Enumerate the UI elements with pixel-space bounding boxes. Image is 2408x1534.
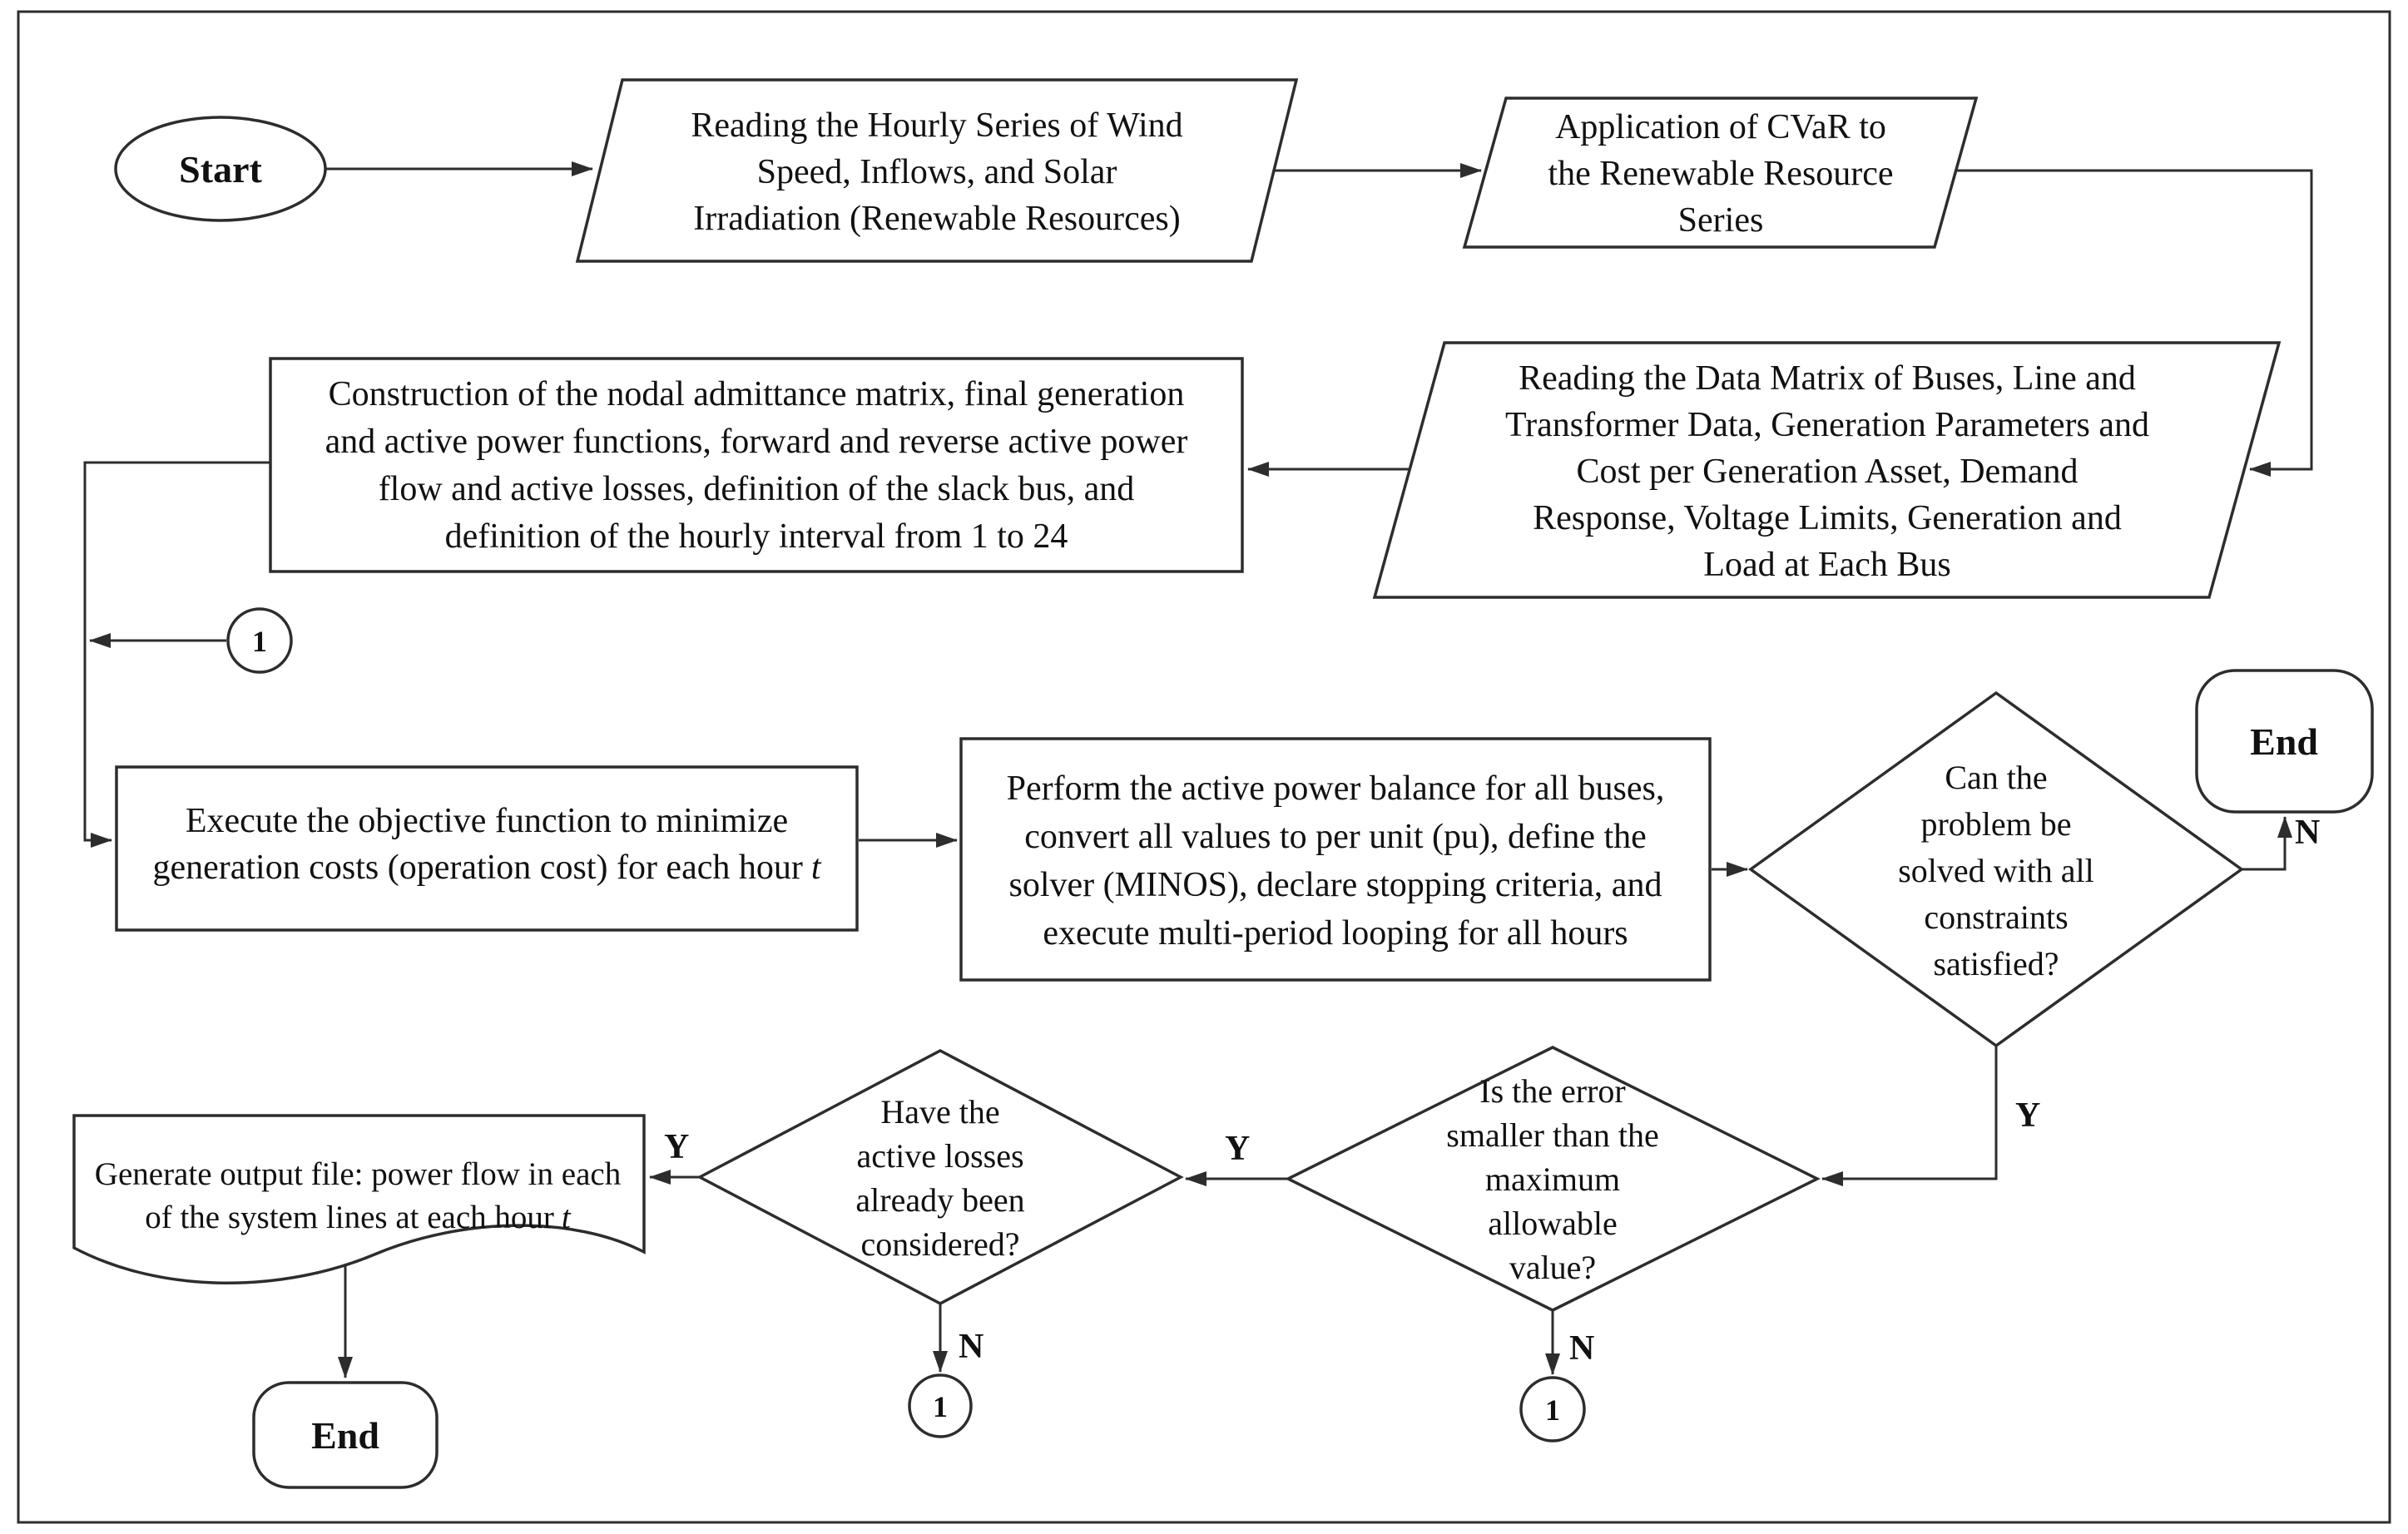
perform-process-shape — [959, 737, 1712, 982]
label-yes-constraints: Y — [2015, 1096, 2040, 1135]
constraints-line5: satisfied? — [1933, 945, 2059, 982]
node-end-top: End — [2195, 669, 2374, 814]
end-bottom-terminal-shape — [252, 1381, 438, 1489]
edge-cvar-to-read-matrix — [1956, 169, 2313, 477]
node-execute: Execute the objective function to minimi… — [115, 765, 859, 932]
end-top-terminal-shape — [2195, 669, 2374, 814]
constraints-line1: Can the — [1945, 759, 2047, 796]
perform-line2: convert all values to per unit (pu), def… — [1024, 818, 1647, 856]
losses-line3: already been — [855, 1181, 1024, 1219]
connector1-error-shape — [1519, 1376, 1586, 1442]
read-matrix-line4: Response, Voltage Limits, Generation and — [1533, 499, 2122, 537]
execute-line2-prefix: generation costs (operation cost) for ea… — [152, 849, 802, 887]
node-read-series: Reading the Hourly Series of Wind Speed,… — [575, 78, 1299, 263]
connector1-losses-label: 1 — [933, 1390, 948, 1423]
output-doc-line1: Generate output file: power flow in each — [95, 1156, 621, 1192]
connector1-error-label: 1 — [1545, 1393, 1560, 1427]
error-line5: value? — [1509, 1249, 1596, 1286]
read-matrix-line3: Cost per Generation Asset, Demand — [1576, 453, 2078, 491]
constraints-line2: problem be — [1920, 805, 2071, 843]
read-series-line3: Irradiation (Renewable Resources) — [693, 200, 1180, 238]
construction-line4: definition of the hourly interval from 1… — [445, 517, 1068, 556]
constraints-line3: solved with all — [1898, 852, 2094, 889]
constraints-line4: constraints — [1924, 898, 2068, 936]
edge-constraints-yes-to-error — [1821, 1046, 1998, 1186]
node-construction: Construction of the nodal admittance mat… — [269, 357, 1244, 573]
node-connector1-left: 1 — [226, 607, 293, 674]
label-no-constraints: N — [2295, 814, 2320, 852]
read-series-io-shape — [575, 78, 1299, 263]
cvar-line2: the Renewable Resource — [1548, 155, 1893, 193]
error-line3: maximum — [1485, 1160, 1620, 1198]
label-yes-losses: Y — [664, 1128, 689, 1166]
cvar-line1: Application of CVaR to — [1555, 108, 1886, 146]
label-yes-error: Y — [1225, 1130, 1250, 1168]
perform-line3: solver (MINOS), declare stopping criteri… — [1009, 866, 1662, 904]
node-cvar: Application of CVaR to the Renewable Res… — [1462, 96, 1979, 249]
node-connector1-error: 1 — [1519, 1376, 1586, 1442]
start-terminal-shape — [114, 116, 327, 222]
construction-process-shape — [269, 357, 1244, 573]
node-decision-losses: Have the active losses already been cons… — [696, 1049, 1184, 1305]
node-perform: Perform the active power balance for all… — [959, 737, 1712, 982]
error-line4: allowable — [1488, 1205, 1618, 1242]
label-no-losses: N — [959, 1328, 984, 1366]
construction-line2: and active power functions, forward and … — [325, 423, 1188, 461]
node-start: Start — [114, 116, 327, 222]
error-line1: Is the error — [1479, 1072, 1625, 1110]
read-matrix-line1: Reading the Data Matrix of Buses, Line a… — [1519, 359, 2136, 398]
node-output-doc: Generate output file: power flow in each… — [72, 1114, 646, 1284]
node-decision-error: Is the error smaller than the maximum al… — [1285, 1046, 1821, 1312]
flow-edges — [83, 161, 2313, 1378]
losses-line1: Have the — [880, 1093, 999, 1131]
read-matrix-line5: Load at Each Bus — [1703, 546, 1950, 584]
connector1-left-shape — [226, 607, 293, 674]
execute-line2: generation costs (operation cost) for ea… — [152, 849, 821, 887]
end-top-label: End — [2250, 720, 2318, 763]
output-doc-shape — [72, 1114, 646, 1284]
start-label: Start — [179, 148, 262, 191]
execute-process-shape — [115, 765, 859, 932]
branch-labels: N Y Y N Y N — [664, 814, 2320, 1368]
edge-construction-to-execute — [83, 461, 270, 848]
connector1-losses-shape — [908, 1373, 973, 1438]
read-matrix-line2: Transformer Data, Generation Parameters … — [1505, 406, 2149, 444]
losses-decision-shape — [696, 1049, 1184, 1305]
losses-line4: considered? — [860, 1225, 1019, 1263]
node-decision-constraints: Can the problem be solved with all const… — [1748, 690, 2244, 1048]
node-read-matrix: Reading the Data Matrix of Buses, Line a… — [1372, 341, 2282, 599]
execute-line1: Execute the objective function to minimi… — [186, 802, 788, 840]
constraints-decision-shape — [1748, 690, 2244, 1048]
read-series-line1: Reading the Hourly Series of Wind — [691, 106, 1182, 145]
edge-constraints-no-to-end — [2242, 816, 2292, 871]
cvar-io-shape — [1462, 96, 1979, 249]
construction-line1: Construction of the nodal admittance mat… — [329, 375, 1185, 413]
node-connector1-losses: 1 — [908, 1373, 973, 1438]
node-end-bottom: End — [252, 1381, 438, 1489]
connector1-left-label: 1 — [252, 625, 267, 658]
read-matrix-io-shape — [1372, 341, 2282, 599]
perform-line1: Perform the active power balance for all… — [1007, 769, 1665, 808]
perform-line4: execute multi-period looping for all hou… — [1043, 914, 1628, 953]
read-series-line2: Speed, Inflows, and Solar — [757, 153, 1117, 191]
losses-line2: active losses — [856, 1137, 1023, 1175]
cvar-line3: Series — [1678, 201, 1764, 240]
output-doc-line2-prefix: of the system lines at each hour — [145, 1200, 554, 1235]
end-bottom-label: End — [311, 1414, 379, 1457]
execute-line2-italic-t: t — [811, 849, 822, 887]
output-doc-line2-italic-t: t — [562, 1200, 572, 1235]
error-decision-shape — [1285, 1046, 1821, 1312]
construction-line3: flow and active losses, definition of th… — [379, 470, 1135, 508]
label-no-error: N — [1569, 1329, 1594, 1368]
error-line2: smaller than the — [1446, 1116, 1658, 1154]
figure-border — [17, 10, 2391, 1524]
